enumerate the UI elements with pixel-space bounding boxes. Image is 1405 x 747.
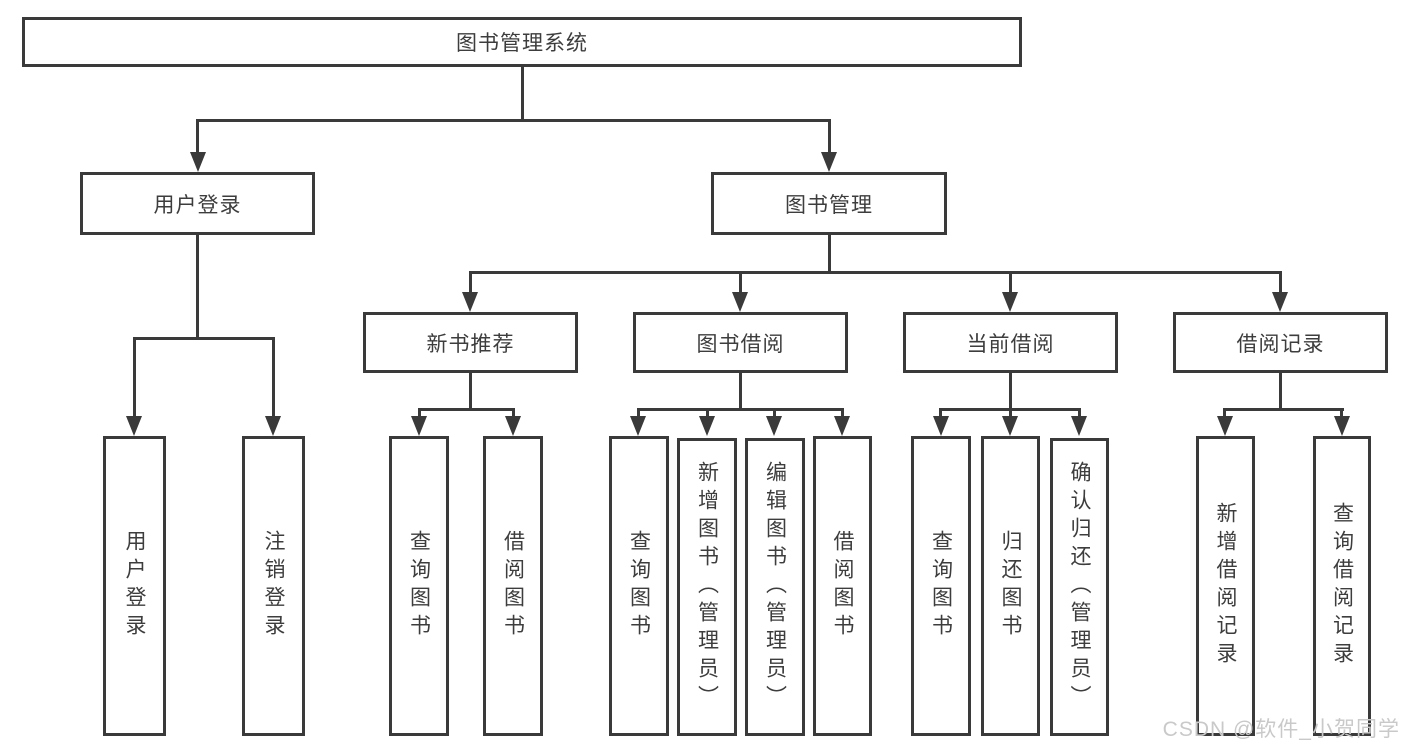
leaf-logout-login: 注销登录 [242, 436, 305, 736]
arrow-down-icon [126, 416, 142, 436]
leaf-query-books-borrowing: 查询图书 [609, 436, 669, 736]
connector-stub [739, 271, 742, 294]
node-label: 图书借阅 [696, 332, 785, 356]
connector-hline [418, 408, 515, 411]
node-current-borrowing: 当前借阅 [903, 312, 1118, 373]
node-new-book-recommend: 新书推荐 [363, 312, 578, 373]
arrow-down-icon [505, 416, 521, 436]
node-user-login: 用户登录 [80, 172, 315, 235]
leaf-label: 查询图书 [627, 530, 651, 642]
connector-vline [196, 235, 199, 337]
leaf-query-books-current: 查询图书 [911, 436, 971, 736]
connector-stub [1009, 271, 1012, 294]
connector-stub [1279, 271, 1282, 294]
arrow-down-icon [766, 416, 782, 436]
connector-stub [828, 119, 831, 154]
leaf-label: 查询图书 [407, 530, 431, 642]
node-root: 图书管理系统 [22, 17, 1022, 67]
connector-stub [196, 119, 199, 154]
leaf-edit-book-admin: 编辑图书（管理员） [745, 438, 805, 736]
leaf-label: 注销登录 [262, 530, 285, 642]
leaf-label: 借阅图书 [831, 530, 854, 642]
arrow-down-icon [834, 416, 850, 436]
connector-stub [706, 408, 709, 418]
arrow-down-icon [821, 152, 837, 172]
leaf-label: 查询借阅记录 [1330, 502, 1354, 670]
arrow-down-icon [732, 292, 748, 312]
arrow-down-icon [1217, 416, 1233, 436]
node-label: 图书管理 [785, 193, 873, 217]
connector-hline [637, 408, 844, 411]
connector-stub [272, 337, 275, 418]
leaf-label: 归还图书 [999, 530, 1022, 642]
leaf-return-books: 归还图书 [981, 436, 1040, 736]
arrow-down-icon [265, 416, 281, 436]
connector-stub [1078, 408, 1081, 418]
leaf-borrow-books-borrowing: 借阅图书 [813, 436, 872, 736]
node-label: 图书管理系统 [456, 32, 588, 55]
connector-stub [939, 408, 942, 418]
node-label: 借阅记录 [1236, 332, 1325, 356]
connector-stub [418, 408, 421, 418]
connector-vline [521, 67, 524, 119]
connector-stub [841, 408, 844, 418]
node-borrow-records: 借阅记录 [1173, 312, 1388, 373]
arrow-down-icon [933, 416, 949, 436]
connector-hline [1223, 408, 1344, 411]
leaf-label: 确认归还（管理员） [1068, 461, 1091, 713]
leaf-query-borrow-record: 查询借阅记录 [1313, 436, 1371, 736]
arrow-down-icon [630, 416, 646, 436]
node-book-management: 图书管理 [711, 172, 947, 235]
arrow-down-icon [1272, 292, 1288, 312]
leaf-confirm-return-admin: 确认归还（管理员） [1050, 438, 1109, 736]
connector-vline [469, 373, 472, 410]
connector-vline [828, 235, 831, 272]
leaf-label: 借阅图书 [501, 530, 525, 642]
leaf-label: 新增借阅记录 [1214, 502, 1237, 670]
connector-vline [1009, 373, 1012, 410]
leaf-borrow-books-recommend: 借阅图书 [483, 436, 543, 736]
connector-stub [1340, 408, 1343, 418]
node-label: 用户登录 [153, 193, 242, 217]
connector-vline [739, 373, 742, 410]
connector-stub [637, 408, 640, 418]
connector-stub [773, 408, 776, 418]
arrow-down-icon [699, 416, 715, 436]
arrow-down-icon [1002, 416, 1018, 436]
node-label: 新书推荐 [426, 332, 515, 356]
leaf-add-borrow-record: 新增借阅记录 [1196, 436, 1255, 736]
leaf-label: 新增图书（管理员） [695, 461, 719, 713]
connector-stub [133, 337, 136, 418]
connector-stub [1009, 408, 1012, 418]
arrow-down-icon [1334, 416, 1350, 436]
connector-vline [1279, 373, 1282, 410]
connector-stub [1223, 408, 1226, 418]
leaf-label: 编辑图书（管理员） [763, 461, 787, 713]
node-label: 当前借阅 [966, 332, 1055, 356]
connector-hline [196, 119, 831, 122]
connector-hline [469, 271, 1282, 274]
arrow-down-icon [190, 152, 206, 172]
leaf-query-books-recommend: 查询图书 [389, 436, 449, 736]
leaf-label: 查询图书 [929, 530, 953, 642]
arrow-down-icon [411, 416, 427, 436]
connector-stub [512, 408, 515, 418]
connector-stub [469, 271, 472, 294]
leaf-user-login: 用户登录 [103, 436, 166, 736]
leaf-label: 用户登录 [123, 530, 146, 642]
arrow-down-icon [1002, 292, 1018, 312]
watermark-text: CSDN @软件_小贺同学 [1162, 718, 1400, 741]
arrow-down-icon [462, 292, 478, 312]
leaf-add-book-admin: 新增图书（管理员） [677, 438, 737, 736]
connector-hline [133, 337, 275, 340]
arrow-down-icon [1071, 416, 1087, 436]
node-book-borrowing: 图书借阅 [633, 312, 848, 373]
